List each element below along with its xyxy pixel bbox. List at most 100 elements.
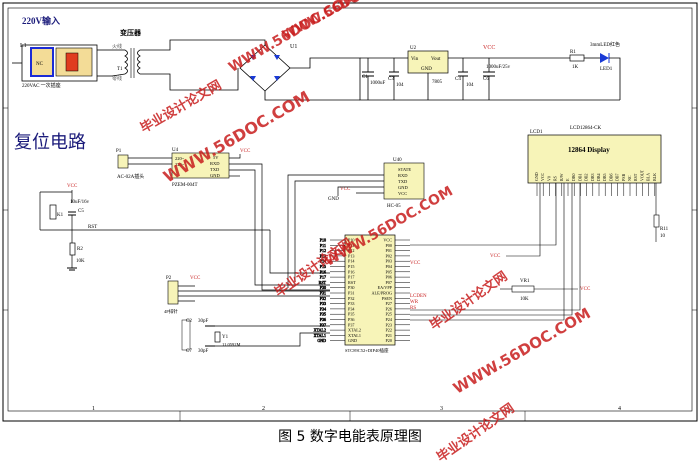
r2-value: 10K (76, 259, 85, 264)
u40-pin-1: STATE (398, 167, 411, 172)
vr1-ref: VR1 (520, 279, 530, 284)
u4-part: PZEM-004T (172, 183, 198, 188)
u4-pin-r2: RXD (210, 161, 220, 166)
lcd-pin-label: VCC (540, 172, 545, 181)
transformer-t1: 变压器 火线 零线 T1 (111, 28, 142, 82)
p1-ref: P1 (116, 149, 122, 154)
c2-value: 30pF (198, 319, 209, 324)
led1-ref: LED1 (600, 67, 613, 72)
c6-value: 1000uF/25v (486, 65, 511, 70)
r1-ref: R1 (570, 50, 576, 55)
mcu-left-net: P10 (320, 238, 326, 243)
lcd-pin-label: RS (553, 176, 558, 181)
grid-col-2: 2 (262, 406, 265, 412)
t1-ref: T1 (117, 67, 123, 72)
mcu-left-pin: P36 (348, 317, 355, 322)
u4-pin-r1: 5V (213, 155, 219, 160)
lcd-pin-label: DB2 (584, 173, 589, 181)
grid-column-labels: 1 2 3 4 (92, 406, 621, 412)
mcu-left-pin: XTAL1 (348, 333, 361, 338)
vcc-label-u40: VCC (340, 187, 351, 192)
mcu-left-net: P12 (320, 248, 326, 253)
mcu-left-net: P11 (320, 243, 326, 248)
rst-net: RST (88, 225, 97, 230)
mcu-left-net: P33 (320, 301, 326, 306)
mcu-right-pin: P07 (385, 280, 392, 285)
u2-vout: Vout (431, 57, 441, 62)
regulator-u2: U2 Vin Vout GND 7805 (407, 46, 449, 100)
power-input-label: 220V输入 (22, 15, 60, 26)
mcu-left-pin: P13 (348, 253, 355, 258)
u4-pin-r3: TXD (210, 167, 220, 172)
mcu-right-pin: P02 (385, 253, 392, 258)
c4-value: 104 (466, 83, 474, 88)
mcu-left-pin: P12 (348, 248, 355, 253)
p2-ref: P2 (166, 276, 172, 281)
c6-ref: C6 (483, 77, 489, 82)
u4-ref: U4 (172, 148, 179, 153)
net-wr: WR (410, 300, 419, 305)
mcu-left-pin: RST (348, 280, 356, 285)
mcu-left-pin: P15 (348, 264, 355, 269)
vcc-label-p2: VCC (190, 276, 201, 281)
u40-pin-3: TXD (398, 179, 408, 184)
vcc-label-u4: VCC (240, 149, 251, 154)
transformer-label: 变压器 (120, 28, 142, 37)
mcu-left-pin: XTAL2 (348, 328, 361, 333)
lcd-pin-label: RST (633, 173, 638, 181)
u40-ref: U40 (393, 158, 402, 163)
vr1-value: 10K (520, 297, 529, 302)
u4-pin-l2: 220~ (175, 162, 185, 167)
c3-ref: C3 (388, 77, 394, 82)
mcu-left-net: RST (319, 280, 327, 285)
gnd-label-u40: GND (328, 197, 339, 202)
mcu-left-pin: P30 (348, 285, 355, 290)
mcu-left-net: GND (317, 338, 326, 343)
mcu-right-pin: P24 (385, 317, 392, 322)
vcc-label-mcu: VCC (410, 261, 421, 266)
mcu-left-net: P15 (320, 264, 326, 269)
u1-ref: U1 (290, 44, 297, 50)
transformer-pri-label: 火线 (112, 43, 122, 50)
r1-value: 1K (572, 65, 579, 70)
mcu-left-pin: P16 (348, 269, 355, 274)
mcu-stc89c52: STC89C52+DIP40插座 P10P11P12P13P14P15P16P1… (344, 234, 427, 354)
u4-pin-r4: GND (210, 173, 220, 178)
lcd-pin-label: DB6 (608, 173, 613, 181)
mcu-right-pin: P23 (385, 322, 392, 327)
y1-value: 11.0592M (222, 342, 240, 347)
vcc-label-lcd: VCC (490, 254, 501, 259)
mcu-left-net: P35 (320, 312, 326, 317)
u40-part: HC-05 (387, 204, 401, 209)
led1-note: 3mmLED红色 (590, 41, 620, 48)
mcu-left-net: P30 (320, 285, 326, 290)
u40-pin-2: RXD (398, 173, 408, 178)
lcd-pin-label: DB3 (590, 173, 595, 181)
mcu-left-net: P17 (320, 275, 326, 280)
c5-ref: C5 (78, 209, 84, 214)
vcc-label-vr1: VCC (580, 287, 591, 292)
lcd-pin-label: DB4 (596, 173, 601, 181)
mcu-left-pin: P10 (348, 238, 355, 243)
mcu-left-net: P31 (320, 291, 326, 296)
r11-value: 10 (660, 234, 666, 239)
reset-circuit: VCC K1 C5 10uF/16v RST R2 10K (39, 184, 330, 274)
r2-ref: R2 (77, 247, 83, 252)
l1-note: 220VAC 一次插座 (22, 82, 61, 89)
capacitor-c1: C1 1000uF (362, 58, 386, 100)
c1-ref: C1 (362, 75, 368, 80)
module-u40: U40 STATE RXD TXD GND VCC HC-05 VCC GND (328, 158, 425, 209)
mcu-right-pin: P00 (385, 243, 392, 248)
grid-col-3: 3 (440, 406, 443, 412)
c7-value: 30pF (198, 349, 209, 354)
u2-ref: U2 (410, 46, 417, 51)
l1-ref: L1 (20, 43, 27, 49)
vcc-label-top: VCC (483, 45, 495, 51)
mcu-right-pin: P04 (385, 264, 392, 269)
l1-socket: L1 NC 220VAC 一次插座 (20, 43, 98, 89)
c1-value: 1000uF (370, 81, 386, 86)
u4-pin-l1: 220~ (175, 156, 185, 161)
mcu-left-pin: P17 (348, 275, 355, 280)
u40-pin-4: GND (398, 185, 408, 190)
